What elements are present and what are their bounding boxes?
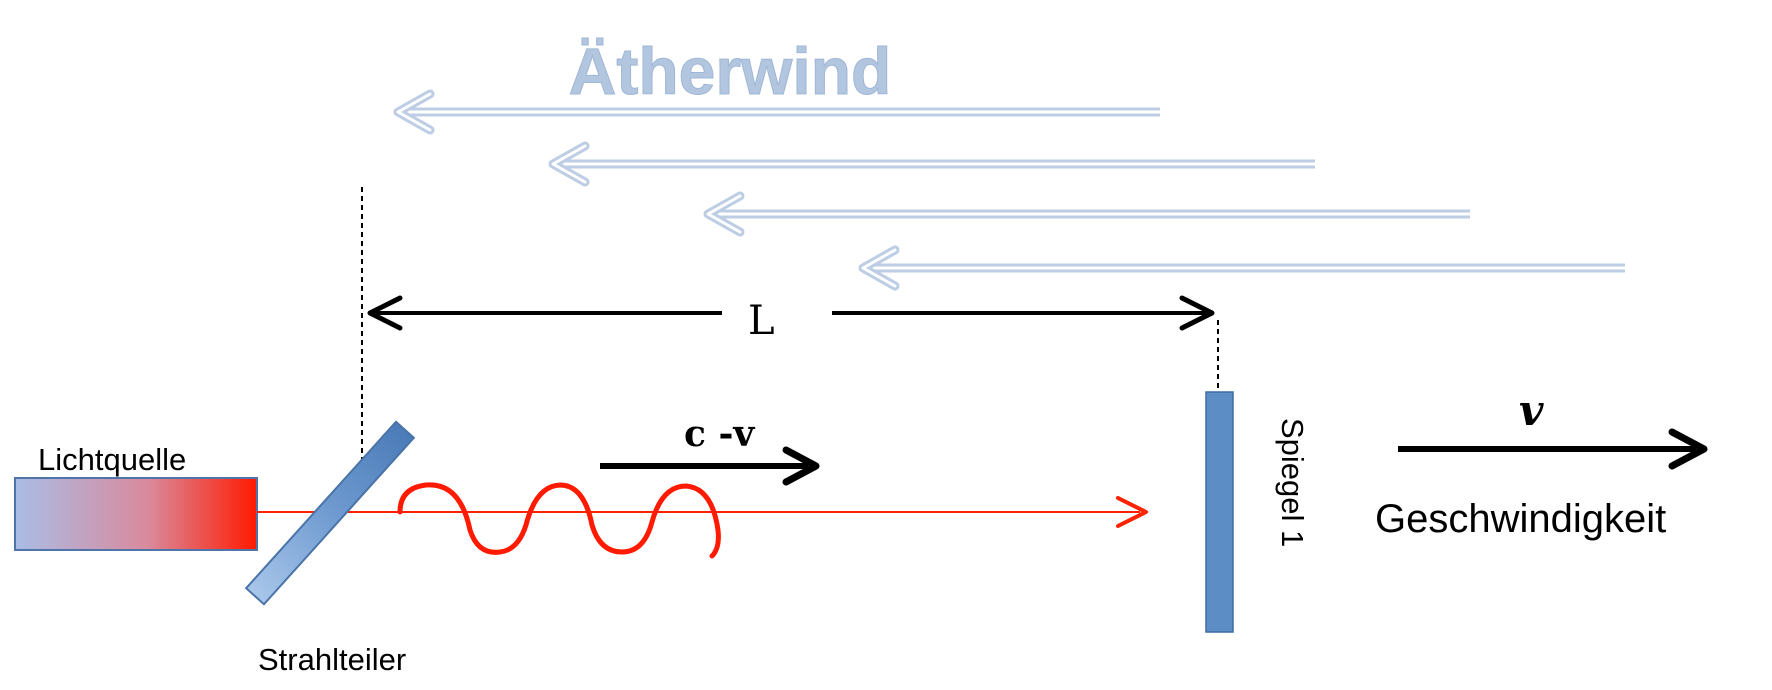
light-beam bbox=[257, 496, 1148, 528]
beamsplitter-label: Strahlteiler bbox=[258, 642, 406, 677]
ether-wind-arrow bbox=[858, 245, 1625, 291]
relative-speed-arrow bbox=[600, 446, 820, 486]
velocity-symbol: v bbox=[1519, 386, 1544, 435]
mirror-1 bbox=[1205, 391, 1234, 633]
light-source-label: Lichtquelle bbox=[38, 442, 186, 477]
ether-wind-title: Ätherwind bbox=[569, 34, 892, 108]
length-arrow bbox=[367, 295, 1215, 331]
ether-wind-arrow bbox=[703, 191, 1470, 237]
length-label: L bbox=[748, 298, 775, 344]
velocity-label: Geschwindigkeit bbox=[1375, 497, 1666, 541]
light-source bbox=[14, 477, 258, 551]
relative-speed-label: c -v bbox=[684, 413, 755, 455]
mirror-1-label: Spiegel 1 bbox=[1275, 418, 1310, 547]
ether-wind-arrow bbox=[548, 141, 1315, 187]
velocity-arrow bbox=[1398, 428, 1708, 470]
ether-wind-arrows bbox=[393, 89, 1625, 291]
beamsplitter bbox=[244, 420, 416, 606]
light-wave bbox=[397, 482, 721, 559]
ether-wind-arrow bbox=[393, 89, 1160, 135]
